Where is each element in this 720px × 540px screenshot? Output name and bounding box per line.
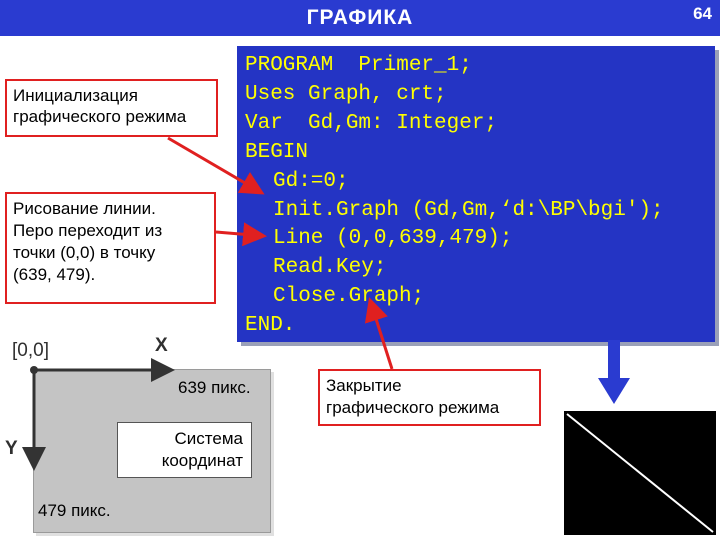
note-line-line-2: Перо переходит из bbox=[13, 221, 163, 240]
title-bar bbox=[0, 0, 720, 36]
origin-label: [0,0] bbox=[12, 340, 49, 361]
code-line-line: Line (0,0,639,479); bbox=[273, 227, 513, 251]
note-close-line-2: графического режима bbox=[326, 398, 500, 417]
origin-point bbox=[30, 366, 38, 374]
page-number: 64 bbox=[693, 4, 712, 23]
code-line-initgraph: Init.Graph (Gd,Gm,‘d:\BP\bgi'); bbox=[273, 198, 664, 222]
note-line-line-3: точки (0,0) в точку bbox=[13, 243, 156, 262]
arrow-line bbox=[215, 222, 267, 247]
code-line-var: Var Gd,Gm: Integer; bbox=[245, 111, 498, 135]
width-pixels-label: 639 пикс. bbox=[178, 378, 251, 397]
code-line-begin: BEGIN bbox=[245, 140, 309, 164]
height-pixels-label: 479 пикс. bbox=[38, 501, 111, 520]
arrow-init bbox=[167, 136, 265, 195]
code-line-gd: Gd:=0; bbox=[273, 169, 349, 193]
code-block: PROGRAM Primer_1; Uses Graph, crt; Var G… bbox=[237, 46, 715, 342]
code-line-program: PROGRAM Primer_1; bbox=[245, 54, 472, 77]
slide-title: ГРАФИКА bbox=[306, 6, 414, 29]
coordinate-system-line-1: Система bbox=[174, 429, 243, 448]
note-line-line-1: Рисование линии. bbox=[13, 199, 156, 218]
note-init-line-2: графического режима bbox=[13, 107, 187, 126]
x-axis-label: X bbox=[155, 335, 168, 356]
code-line-uses: Uses Graph, crt; bbox=[245, 82, 447, 106]
coordinate-system-line-2: координат bbox=[161, 451, 243, 470]
coordinate-system-box: Система координат bbox=[117, 422, 252, 478]
arrow-close bbox=[364, 297, 394, 370]
note-line: Рисование линии. Перо переходит из точки… bbox=[5, 192, 216, 304]
note-init-line-1: Инициализация bbox=[13, 86, 138, 105]
note-line-line-4: (639, 479). bbox=[13, 265, 96, 284]
note-close-line-1: Закрытие bbox=[326, 376, 402, 395]
drawn-diagonal-line bbox=[566, 413, 714, 533]
down-arrow-shaft bbox=[608, 340, 620, 380]
code-line-end: END. bbox=[245, 314, 296, 338]
y-axis-label: Y bbox=[5, 438, 18, 459]
code-line-readkey: Read.Key; bbox=[273, 256, 387, 280]
note-close: Закрытие графического режима bbox=[318, 369, 541, 426]
note-init: Инициализация графического режима bbox=[5, 79, 218, 137]
down-arrow-head bbox=[598, 378, 630, 404]
